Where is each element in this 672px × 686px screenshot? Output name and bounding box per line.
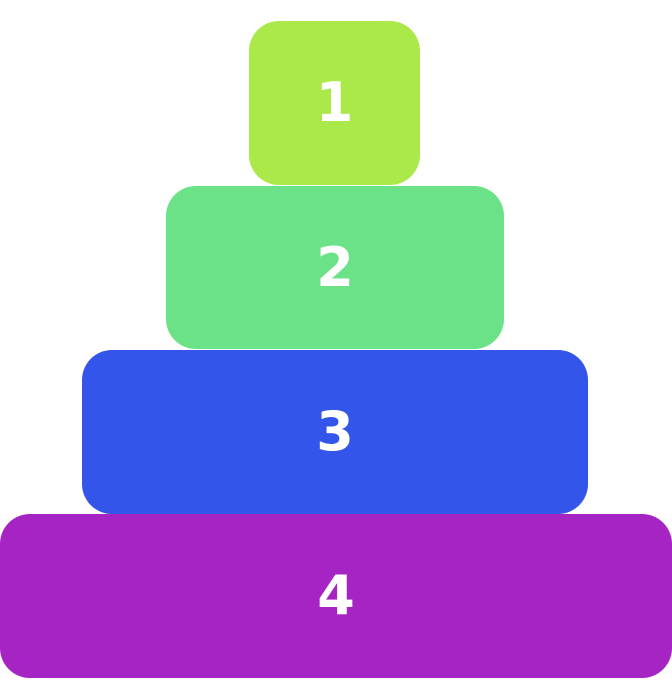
pyramid-tier-2: 2 bbox=[166, 186, 504, 349]
tier-label: 4 bbox=[317, 564, 355, 627]
pyramid-tier-3: 3 bbox=[82, 350, 588, 514]
tier-label: 3 bbox=[316, 400, 354, 463]
tier-label: 2 bbox=[316, 235, 354, 299]
tier-label: 1 bbox=[315, 71, 354, 134]
pyramid-tier-1: 1 bbox=[249, 21, 420, 185]
pyramid-tier-4: 4 bbox=[0, 514, 672, 678]
